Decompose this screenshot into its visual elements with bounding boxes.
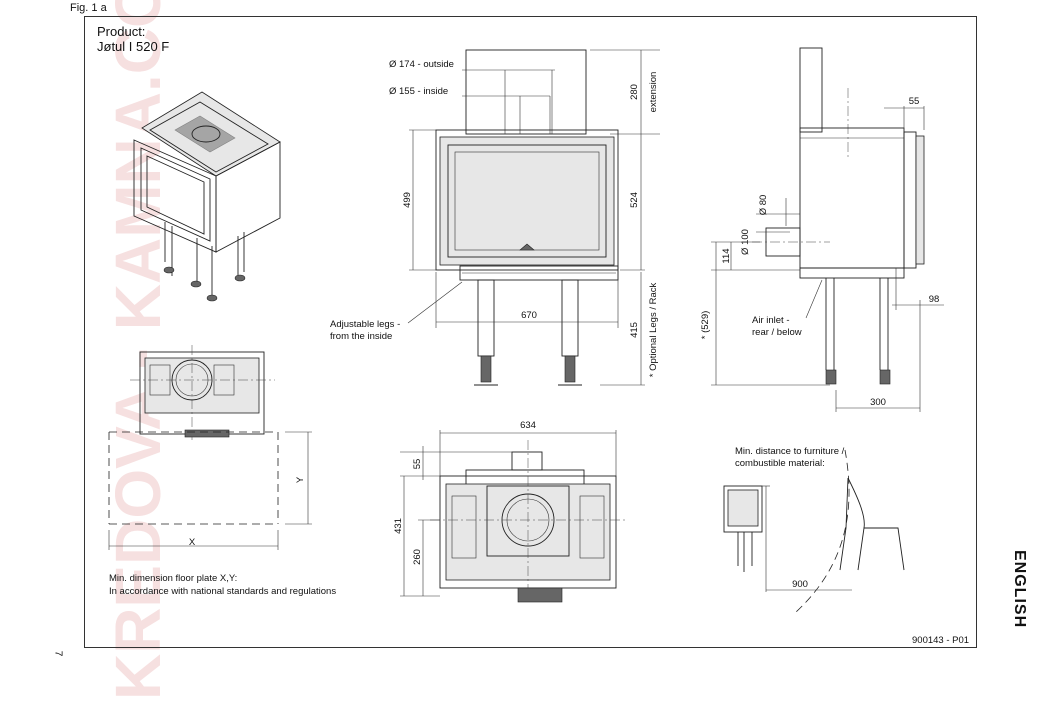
drawing-frame [84, 16, 977, 648]
side-total-height: * (529) [700, 311, 711, 340]
clearance-note-1: Min. distance to furniture / [735, 446, 845, 457]
floor-plate-x-label: X [189, 537, 196, 548]
product-label: Product: Jøtul I 520 F [97, 24, 169, 54]
pipe-80-label: Ø 80 [758, 195, 769, 216]
product-heading: Product: [97, 24, 146, 39]
floor-plate-note-2: In accordance with national standards an… [109, 586, 336, 597]
air-inlet-line-2: rear / below [752, 327, 802, 338]
clearance-distance: 900 [792, 579, 808, 590]
front-height-left: 499 [402, 192, 413, 208]
front-width: 670 [521, 310, 537, 321]
floor-plate-view: X Y Min. dimension floor plate X,Y: In a… [108, 345, 336, 597]
side-right-offset: 98 [929, 294, 940, 305]
drawing-number: 900143 - P01 [912, 635, 969, 646]
product-name: Jøtul I 520 F [97, 39, 170, 54]
flue-outside-label: Ø 174 - outside [389, 59, 454, 70]
top-width: 634 [520, 420, 536, 431]
top-center-depth: 260 [412, 549, 423, 565]
top-offset: 55 [412, 459, 423, 470]
front-height-right: 524 [629, 192, 640, 208]
flue-inside-label: Ø 155 - inside [389, 86, 448, 97]
top-view: 634 55 431 260 [393, 420, 626, 603]
side-top-offset: 55 [909, 96, 920, 107]
adjustable-legs-line-2: from the inside [330, 331, 392, 342]
front-view: Ø 174 - outside Ø 155 - inside 280 exten… [330, 49, 660, 386]
figure-label: Fig. 1 a [70, 2, 107, 14]
side-depth: 300 [870, 397, 886, 408]
optional-legs-label: * Optional Legs / Rack [648, 282, 659, 377]
air-height: 114 [721, 248, 732, 263]
isometric-view [133, 91, 281, 302]
top-depth: 431 [393, 518, 404, 534]
extension-label: extension [648, 72, 659, 113]
legs-height: 415 [629, 322, 640, 338]
clearance-note-2: combustible material: [735, 458, 825, 469]
air-inlet-line-1: Air inlet - [752, 315, 789, 326]
floor-plate-note-1: Min. dimension floor plate X,Y: [109, 573, 237, 584]
clearance-view: Min. distance to furniture / combustible… [723, 446, 905, 613]
side-view: 55 Ø 80 Ø 100 114 * (529) Air inlet - re… [700, 47, 944, 412]
adjustable-legs-line-1: Adjustable legs - [330, 319, 400, 330]
floor-plate-y-label: Y [295, 476, 306, 483]
extension-value: 280 [629, 84, 640, 100]
